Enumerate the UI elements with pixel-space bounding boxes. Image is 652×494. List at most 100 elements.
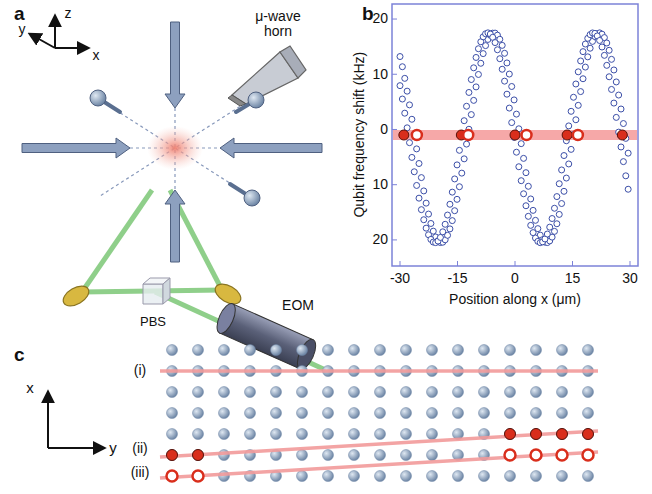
tick-label: 10: [372, 67, 388, 82]
beam-arrow: [165, 190, 185, 262]
lattice-site: [167, 345, 178, 356]
data-point: [409, 116, 415, 122]
lattice-site: [453, 345, 464, 356]
lattice-site: [375, 450, 386, 461]
lattice-site: [323, 429, 334, 440]
lattice-site: [505, 408, 516, 419]
addressed-site: [522, 130, 532, 140]
data-point: [423, 200, 429, 206]
data-point: [506, 71, 512, 77]
data-point: [580, 76, 586, 82]
addressed-site: [583, 429, 594, 440]
lattice-site: [453, 471, 464, 482]
data-point: [613, 79, 619, 85]
lattice-site: [401, 345, 412, 356]
data-point: [601, 52, 607, 58]
data-point: [454, 162, 460, 168]
lattice-site: [427, 429, 438, 440]
data-point: [509, 120, 515, 126]
lattice-site: [167, 450, 178, 461]
panel-label: a: [14, 4, 25, 25]
axis-title: Qubit frequency shift (kHz): [352, 52, 367, 218]
lattice-site: [193, 471, 204, 482]
data-point: [582, 64, 588, 70]
data-point: [499, 66, 505, 72]
data-point: [580, 49, 586, 55]
data-point: [585, 54, 591, 60]
lattice-site: [297, 450, 308, 461]
data-point: [551, 205, 557, 211]
data-point: [497, 56, 503, 62]
lattice-site: [323, 408, 334, 419]
data-point: [461, 156, 467, 162]
data-point: [475, 71, 481, 77]
lattice-site: [349, 450, 360, 461]
lattice-site: [427, 408, 438, 419]
addressed-site: [531, 450, 542, 461]
tick-mark: [392, 19, 397, 20]
addressed-site: [193, 450, 204, 461]
lattice-site: [245, 408, 256, 419]
data-point: [456, 147, 462, 153]
axis-label: x: [93, 48, 100, 63]
lattice-site: [401, 408, 412, 419]
lattice-site: [193, 429, 204, 440]
lattice-site: [219, 387, 230, 398]
lattice-site: [245, 345, 256, 356]
data-point: [502, 78, 508, 84]
plane-label: (i): [134, 363, 146, 378]
data-point: [528, 222, 534, 228]
lattice-site: [193, 387, 204, 398]
lattice-site: [271, 408, 282, 419]
data-point: [625, 186, 631, 192]
addressed-site: [412, 130, 422, 140]
lattice-site: [219, 408, 230, 419]
probe: [230, 184, 260, 206]
data-point: [402, 110, 408, 116]
lattice-site: [453, 408, 464, 419]
data-point: [409, 154, 415, 160]
resonant-plane: [160, 369, 598, 373]
data-point: [549, 216, 555, 222]
data-point: [442, 221, 448, 227]
lattice-site: [193, 450, 204, 461]
data-point: [566, 123, 572, 129]
data-point: [411, 169, 417, 175]
lattice-site: [349, 408, 360, 419]
data-point: [402, 75, 408, 81]
data-point: [426, 211, 432, 217]
data-point: [449, 218, 455, 224]
addressed-site: [505, 429, 516, 440]
data-point: [611, 100, 617, 106]
lattice-site: [401, 450, 412, 461]
data-point: [625, 150, 631, 156]
lattice-site: [167, 408, 178, 419]
mot-beams: [22, 22, 322, 262]
lattice-site: [531, 450, 542, 461]
resonance-band: [393, 130, 637, 140]
data-point: [578, 89, 584, 95]
axis-triad: [30, 16, 88, 48]
lattice-site: [531, 387, 542, 398]
addressed-site: [167, 450, 178, 461]
data-point: [502, 50, 508, 56]
addressed-site: [617, 130, 627, 140]
beam-arrow: [22, 138, 130, 158]
data-point: [421, 217, 427, 223]
data-point: [518, 141, 524, 147]
addressed-site: [531, 429, 542, 440]
data-point: [525, 213, 531, 219]
axis-label: x: [26, 380, 34, 397]
lattice-site: [219, 345, 230, 356]
axis-triad: [48, 392, 104, 448]
data-point: [597, 37, 603, 43]
data-point: [528, 196, 534, 202]
lattice-site: [427, 345, 438, 356]
tick-mark: [457, 261, 458, 266]
lattice-site: [583, 387, 594, 398]
lattice-site: [583, 450, 594, 461]
lattice: [160, 345, 598, 482]
data-point: [561, 188, 567, 194]
lattice-site: [297, 387, 308, 398]
panel-label: b: [362, 4, 374, 25]
